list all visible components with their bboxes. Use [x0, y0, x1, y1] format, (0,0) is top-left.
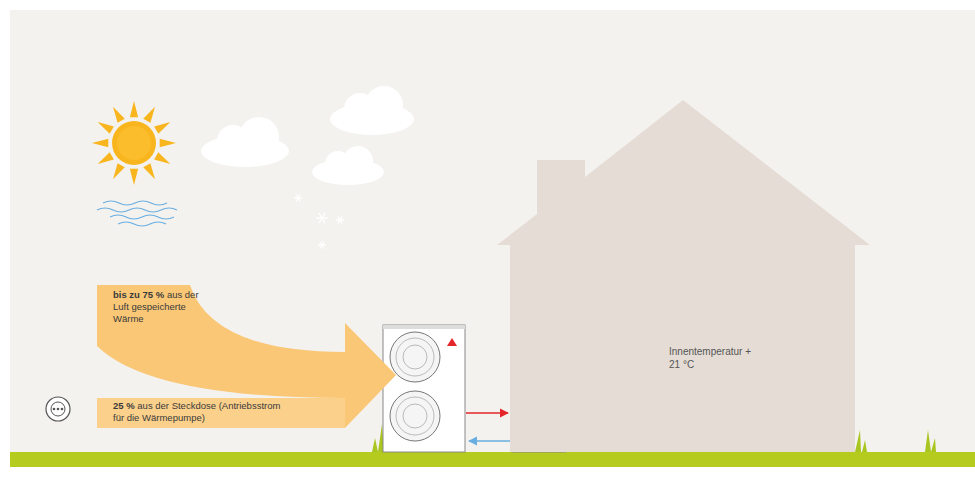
share-value: bis zu 75 % — [113, 289, 164, 300]
indoor-unit — [512, 317, 566, 452]
clouds — [201, 86, 414, 185]
outdoor-unit — [383, 325, 465, 452]
description-text: Innentemperatur + 21 °C — [669, 346, 751, 370]
air-waves — [97, 201, 177, 226]
text-block: Innentemperatur + 21 °C — [669, 346, 759, 371]
socket-icon — [46, 397, 70, 421]
energy-arrow: bis zu 75 %aus der Luft gespeicherte Wär… — [95, 283, 400, 433]
radiator — [765, 410, 820, 448]
description-text: aus der Steckdose (Antriebsstrom für die… — [113, 400, 280, 423]
background-panel — [10, 10, 975, 455]
ground-bar — [10, 452, 975, 467]
snowflakes — [294, 195, 344, 249]
house: Innentemperatur + 21 °C — [497, 100, 870, 452]
sun — [92, 101, 176, 185]
pipes — [466, 413, 764, 441]
share-value: 25 % — [113, 400, 135, 411]
thermometer — [769, 305, 782, 338]
text-block: 25 %aus der Steckdose (Antriebsstrom für… — [113, 400, 291, 424]
text-block: bis zu 75 %aus der Luft gespeicherte Wär… — [113, 289, 209, 325]
house-shape — [497, 100, 870, 452]
